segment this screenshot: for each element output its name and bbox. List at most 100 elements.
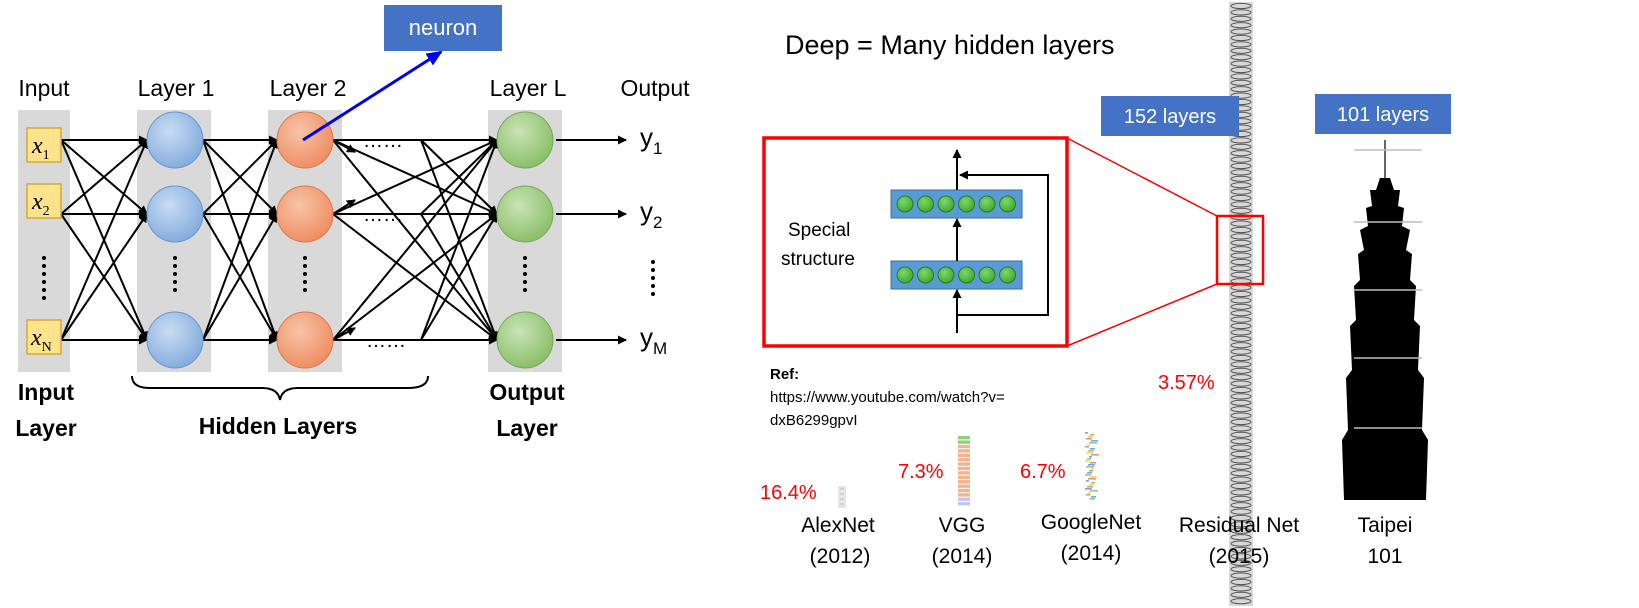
panel-title: Deep = Many hidden layers — [785, 30, 1114, 60]
vgg-layer — [958, 475, 970, 479]
ellipsis-row-2: …… — [363, 204, 403, 226]
vgg-thumbnail — [958, 436, 970, 506]
resnet-layer — [1230, 489, 1252, 496]
svg-text:yM: yM — [640, 322, 667, 358]
input-n-sub: N — [42, 340, 52, 355]
googlenet-layer — [1089, 498, 1095, 500]
connection-line — [332, 199, 356, 215]
resnet-layer — [1230, 239, 1252, 246]
vgg-name: VGG — [939, 514, 986, 537]
output-layer-label-1: Output — [489, 379, 565, 405]
alexnet-name: AlexNet — [801, 514, 875, 537]
connection-line — [60, 213, 148, 341]
resnet-layer — [1230, 322, 1252, 330]
residual-neuron — [937, 266, 955, 284]
resnet-layer — [1230, 425, 1252, 432]
resnet-layer — [1230, 502, 1252, 509]
output-m-sub: M — [653, 339, 667, 358]
vgg-layer — [958, 436, 970, 440]
connection-line — [332, 139, 498, 341]
resnet-layer — [1230, 2, 1252, 10]
resnet-layer — [1230, 54, 1252, 61]
resnet-layer — [1230, 418, 1252, 426]
resnet-layer — [1230, 188, 1252, 195]
output-2-sub: 2 — [653, 213, 662, 232]
resnet-layer — [1230, 22, 1252, 29]
googlenet-name: GoogleNet — [1041, 511, 1142, 534]
resnet-layer — [1230, 585, 1252, 592]
resnet-layer — [1230, 566, 1252, 573]
resnet-year: (2015) — [1209, 545, 1270, 568]
resnet-layer — [1230, 329, 1252, 336]
layer-vertical-dots — [173, 256, 655, 296]
resnet-layer — [1230, 553, 1252, 560]
output-2-base: y — [640, 196, 653, 226]
resnet-layer — [1230, 47, 1252, 54]
resnet-layer — [1230, 463, 1252, 470]
residual-block — [890, 149, 1049, 333]
input-2-sub: 2 — [43, 204, 50, 219]
input-layer-label-2: Layer — [15, 415, 76, 441]
vgg-layer — [958, 444, 970, 449]
ref-url-1: https://www.youtube.com/watch?v= — [770, 389, 1005, 406]
zoom-source-box — [1215, 214, 1265, 286]
hidden-layers-label: Hidden Layers — [199, 413, 358, 439]
vgg-error: 7.3% — [898, 461, 944, 483]
resnet-layer — [1230, 316, 1252, 323]
resnet-layer — [1230, 290, 1252, 298]
resnet-layer — [1230, 540, 1252, 547]
googlenet-layer — [1091, 440, 1098, 442]
resnet-layer — [1230, 79, 1252, 86]
googlenet-layer — [1087, 458, 1091, 460]
googlenet-layer — [1090, 462, 1096, 464]
resnet-layer — [1230, 265, 1252, 272]
resnet-layer — [1230, 60, 1252, 67]
vgg-layer — [958, 480, 970, 484]
resnet-badge-label: 152 layers — [1124, 106, 1216, 128]
resnet-layer — [1230, 457, 1252, 464]
neuron-layerL-n — [496, 311, 554, 369]
input-layer-label-1: Input — [18, 379, 75, 405]
residual-neuron — [937, 195, 955, 213]
connection-line — [202, 139, 279, 341]
resnet-layer — [1230, 399, 1252, 406]
googlenet-layer — [1087, 472, 1092, 474]
resnet-layer — [1230, 374, 1252, 381]
resnet-layer — [1230, 527, 1252, 534]
vgg-layer — [958, 471, 970, 475]
resnet-name: Residual Net — [1179, 514, 1299, 537]
googlenet-layer — [1085, 460, 1090, 462]
header-output: Output — [620, 75, 690, 101]
vgg-layer — [958, 488, 970, 493]
taipei-badge-box — [1315, 94, 1451, 134]
resnet-layer — [1230, 201, 1252, 208]
resnet-layer — [1230, 207, 1252, 214]
connection-line — [420, 139, 499, 341]
googlenet-layer — [1091, 482, 1095, 484]
connection-line — [332, 213, 498, 341]
resnet-layer — [1230, 406, 1252, 413]
svg-text:xN: xN — [30, 325, 52, 355]
neuron-callout-box — [384, 5, 502, 51]
residual-neuron — [958, 266, 975, 284]
connection-line — [202, 139, 278, 215]
input-node-2: x2 — [26, 183, 62, 219]
googlenet-layer — [1088, 464, 1095, 466]
resnet-layer — [1230, 559, 1252, 566]
googlenet-layer — [1086, 438, 1092, 440]
output-1-sub: 1 — [653, 139, 662, 158]
input-2-base: x — [31, 189, 43, 215]
input-node-1: x1 — [26, 127, 62, 163]
svg-text:y2: y2 — [640, 196, 662, 232]
resnet-layer — [1230, 175, 1252, 182]
header-input: Input — [18, 75, 70, 101]
residual-neuron — [999, 266, 1016, 284]
resnet-layer — [1230, 476, 1252, 483]
resnet-badge-box — [1101, 96, 1239, 136]
connection-line — [420, 139, 498, 215]
alexnet-year: (2012) — [810, 545, 871, 568]
neuron-layer1-n — [146, 311, 204, 369]
neuron-layer1-1 — [146, 111, 204, 169]
resnet-layer — [1230, 495, 1252, 502]
